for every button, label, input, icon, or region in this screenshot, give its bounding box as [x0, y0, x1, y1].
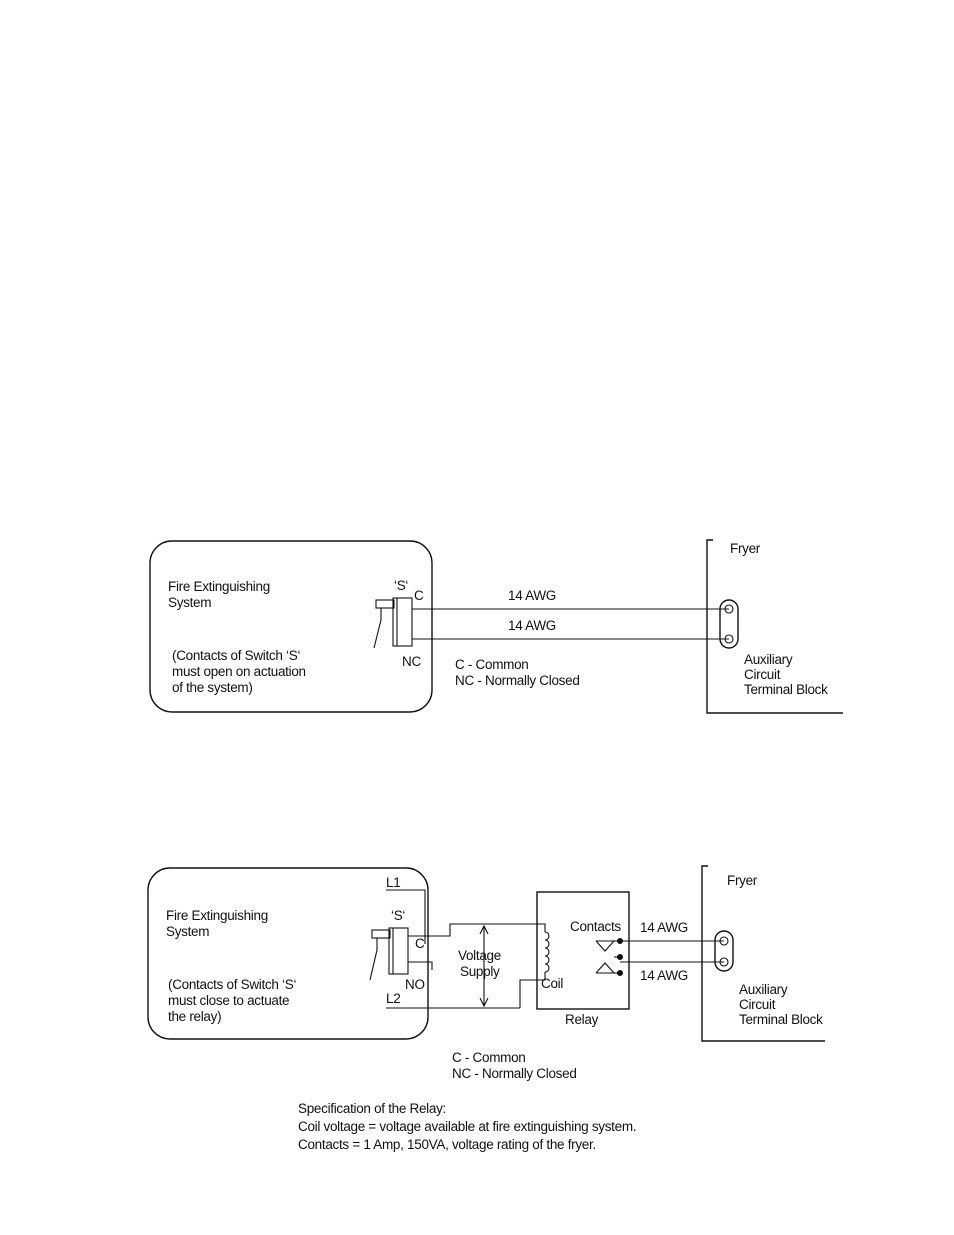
wire-c-to-coil: [408, 923, 546, 937]
switch-s-label: ‘S‘: [394, 578, 408, 593]
terminal-block-label-line1: Auxiliary: [744, 652, 793, 667]
switch-s-symbol: [373, 597, 413, 649]
fire-system-box: [149, 540, 433, 713]
coil-label: Coil: [541, 976, 563, 991]
voltage-supply-line2: Supply: [460, 964, 500, 979]
fire-system-label-line2: System: [168, 595, 211, 610]
fryer-label: Fryer: [730, 541, 761, 556]
diagram-2: Fire Extinguishing System (Contacts of S…: [147, 865, 825, 1081]
wire-bottom-gauge: 14 AWG: [640, 968, 688, 983]
terminal-c-label: C: [415, 936, 425, 951]
fire-system-box: [147, 867, 429, 1040]
terminal-block-label-line3: Terminal Block: [744, 682, 828, 697]
l2-label: L2: [386, 991, 400, 1006]
legend-normally-closed: NC - Normally Closed: [452, 1066, 577, 1081]
spec-title: Specification of the Relay:: [298, 1101, 446, 1116]
fire-system-label-line1: Fire Extinguishing: [166, 908, 268, 923]
wire-top-gauge: 14 AWG: [640, 920, 688, 935]
wire-bottom-gauge: 14 AWG: [508, 618, 556, 633]
switch-note-line1: (Contacts of Switch ‘S‘: [168, 977, 296, 992]
diagram-1: Fire Extinguishing System (Contacts of S…: [149, 539, 843, 714]
terminal-block-label-line2: Circuit: [744, 667, 781, 682]
relay-box: [536, 891, 630, 1010]
coil-symbol: [544, 931, 550, 973]
switch-note-line3: of the system): [172, 680, 253, 695]
line-l1: [386, 889, 426, 944]
switch-note-line2: must close to actuate: [168, 993, 289, 1008]
terminal-nc-label: NC: [402, 654, 421, 669]
fire-system-label-line1: Fire Extinguishing: [168, 579, 270, 594]
legend-common: C - Common: [452, 1050, 526, 1065]
terminal-no-label: NO: [405, 977, 425, 992]
terminal-block: [714, 930, 734, 972]
terminal-block-label-line1: Auxiliary: [739, 982, 788, 997]
switch-note-line2: must open on actuation: [172, 664, 306, 679]
fryer-label: Fryer: [727, 873, 758, 888]
fire-system-label-line2: System: [166, 924, 209, 939]
l1-label: L1: [386, 875, 400, 890]
wire-no-to-coil: [408, 961, 433, 970]
spec-line-2: Contacts = 1 Amp, 150VA, voltage rating …: [298, 1137, 596, 1152]
spec-line-1: Coil voltage = voltage available at fire…: [298, 1119, 636, 1134]
voltage-supply-line1: Voltage: [458, 948, 501, 963]
legend-common: C - Common: [455, 657, 529, 672]
terminal-c-label: C: [414, 588, 424, 603]
relay-label: Relay: [565, 1012, 599, 1027]
fryer-outline: [706, 539, 843, 714]
switch-note-line1: (Contacts of Switch ‘S‘: [172, 648, 300, 663]
relay-specification: Specification of the Relay: Coil voltage…: [298, 1101, 637, 1152]
fryer-outline: [701, 865, 825, 1042]
terminal-block: [719, 599, 739, 649]
relay-contacts-symbol: [595, 938, 623, 976]
terminal-block-label-line2: Circuit: [739, 997, 776, 1012]
terminal-block-label-line3: Terminal Block: [739, 1012, 823, 1027]
switch-s-label: ‘S‘: [391, 908, 405, 923]
legend-normally-closed: NC - Normally Closed: [455, 673, 580, 688]
wire-top-gauge: 14 AWG: [508, 588, 556, 603]
switch-s-symbol: [369, 927, 409, 981]
switch-note-line3: the relay): [168, 1009, 221, 1024]
contacts-label: Contacts: [570, 919, 621, 934]
